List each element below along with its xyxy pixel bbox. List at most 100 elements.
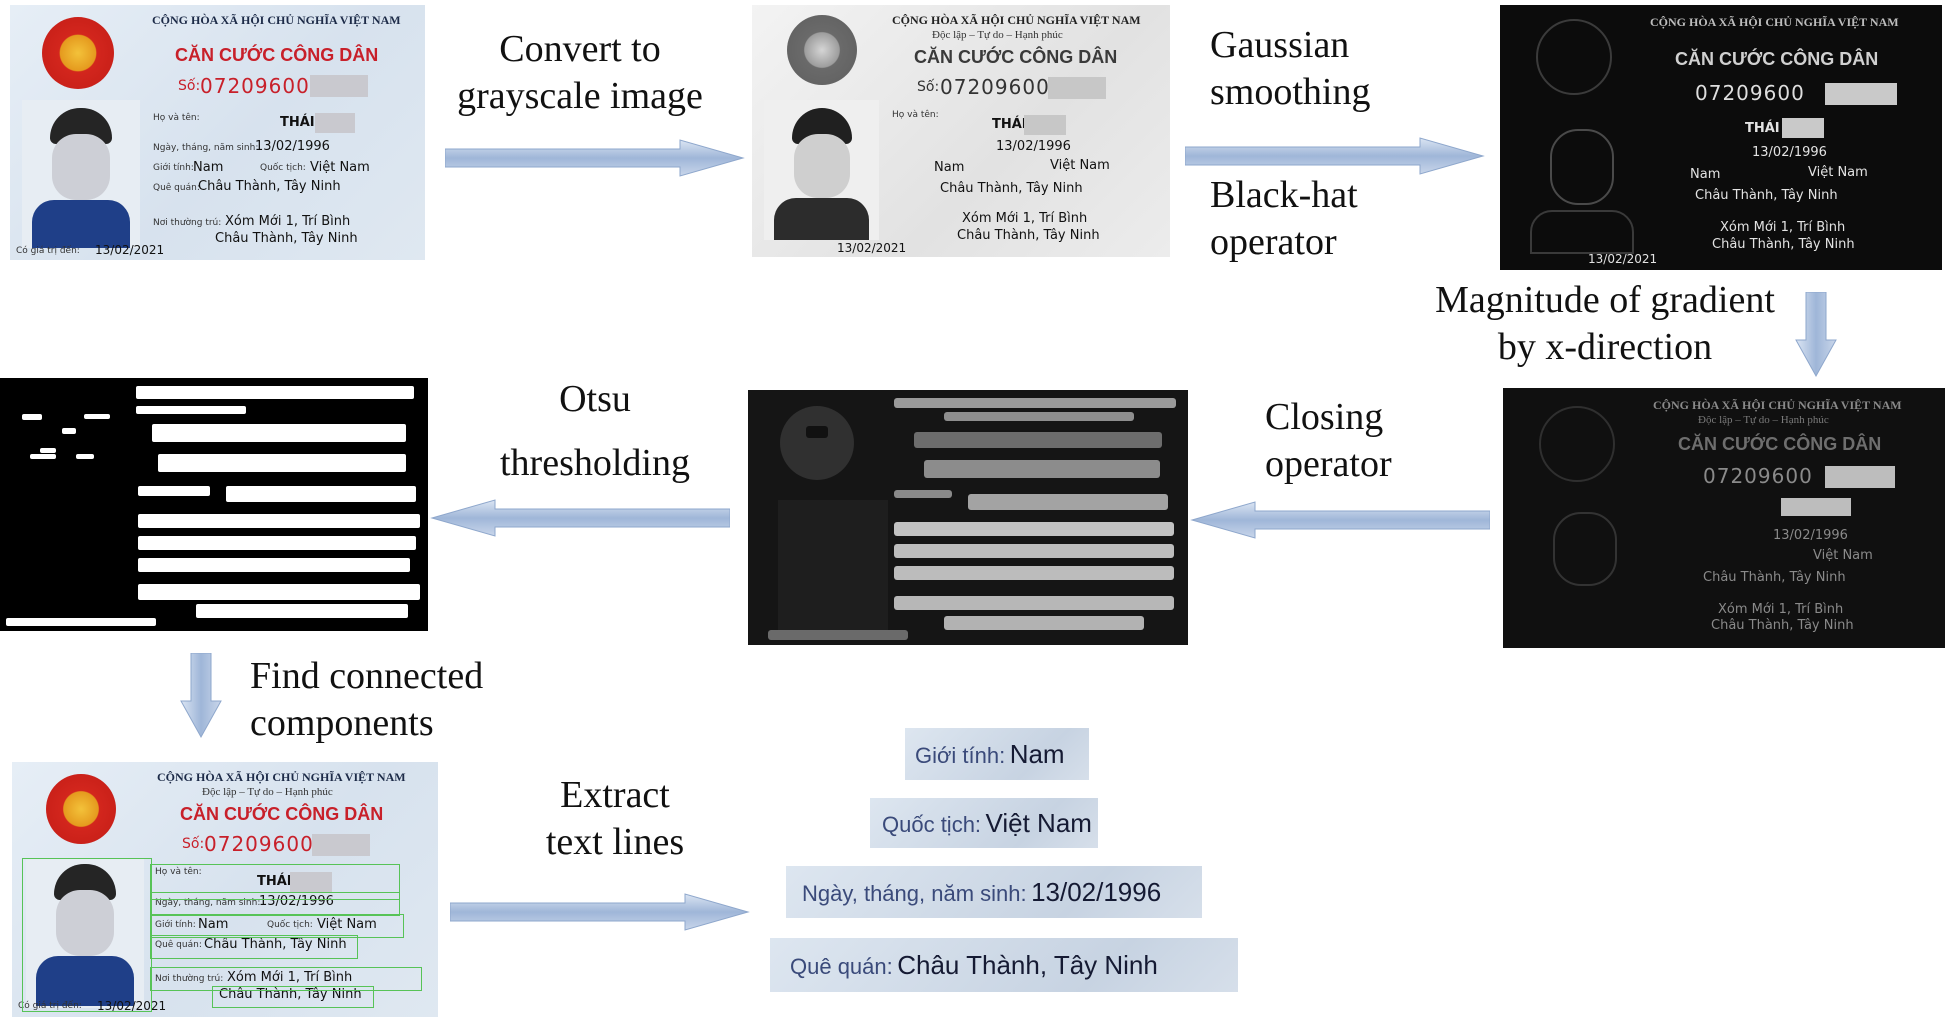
component-box xyxy=(150,967,422,991)
nationality-label-cc: Quốc tịch: xyxy=(267,920,313,930)
portrait-photo-gray xyxy=(764,100,879,240)
step-label-closing: Closing operator xyxy=(1265,396,1392,485)
residence-value-2-blackhat: Châu Thành, Tây Ninh xyxy=(1712,237,1855,252)
nationality-value: Việt Nam xyxy=(310,160,370,175)
number-label-gray: Số: xyxy=(917,79,940,95)
residence-label: Nơi thường trú: xyxy=(153,218,222,228)
residence-value-2-gray: Châu Thành, Tây Ninh xyxy=(957,228,1100,243)
step-label-otsu: Otsu thresholding xyxy=(500,378,690,484)
sex-value-blackhat: Nam xyxy=(1690,167,1721,182)
national-emblem-gradient xyxy=(1539,406,1615,482)
sex-label: Giới tính: xyxy=(153,163,194,173)
extracted-line-nationality: Quốc tịch: Việt Nam xyxy=(870,798,1098,848)
arrow-down-1 xyxy=(1795,292,1837,378)
portrait-photo-blackhat xyxy=(1520,105,1640,255)
nationality-value-gradient: Việt Nam xyxy=(1813,548,1873,563)
dob-value-gradient: 13/02/1996 xyxy=(1773,528,1848,543)
expiry-value-cc: 13/02/2021 xyxy=(97,999,167,1013)
national-emblem-cc xyxy=(46,774,116,844)
card-title-gray: CĂN CƯỚC CÔNG DÂN xyxy=(914,47,1118,67)
dob-label-cc: Ngày, tháng, năm sinh: xyxy=(155,898,261,908)
sex-value-gray: Nam xyxy=(934,160,965,175)
header-line-1: CỘNG HÒA XÃ HỘI CHỦ NGHĨA VIỆT NAM xyxy=(152,13,401,27)
id-card-blackhat: CỘNG HÒA XÃ HỘI CHỦ NGHĨA VIỆT NAM CĂN C… xyxy=(1500,5,1942,270)
extracted-line-dob: Ngày, tháng, năm sinh: 13/02/1996 xyxy=(786,866,1202,918)
expiry-value-blackhat: 13/02/2021 xyxy=(1588,252,1658,266)
sex-value-cc: Nam xyxy=(198,917,229,932)
card-title: CĂN CƯỚC CÔNG DÂN xyxy=(175,45,379,65)
header-line-1-cc: CỘNG HÒA XÃ HỘI CHỦ NGHĨA VIỆT NAM xyxy=(157,770,406,784)
portrait-photo xyxy=(22,100,140,248)
header-line-1-gray: CỘNG HÒA XÃ HỘI CHỦ NGHĨA VIỆT NAM xyxy=(892,13,1141,27)
card-title-gradient: CĂN CƯỚC CÔNG DÂN xyxy=(1678,434,1882,454)
residence-value-1-gradient: Xóm Mới 1, Trí Bình xyxy=(1718,602,1844,617)
id-card-gradient: CỘNG HÒA XÃ HỘI CHỦ NGHĨA VIỆT NAM Độc l… xyxy=(1503,388,1945,648)
number-value-cc: 07209600 xyxy=(204,832,314,856)
name-value: THÁI xyxy=(280,115,315,130)
origin-value-gradient: Châu Thành, Tây Ninh xyxy=(1703,570,1846,585)
nationality-label: Quốc tịch: xyxy=(260,163,306,173)
number-value: 07209600 xyxy=(200,74,310,98)
dob-label: Ngày, tháng, năm sinh: xyxy=(153,143,259,153)
name-value-gray: THÁI xyxy=(992,117,1027,132)
step-label-gradient: Magnitude of gradient by x-direction xyxy=(1435,279,1775,368)
header-line-2-gray: Độc lập – Tự do – Hạnh phúc xyxy=(932,29,1063,41)
number-value-gray: 07209600 xyxy=(940,75,1050,99)
extracted-line-origin: Quê quán: Châu Thành, Tây Ninh xyxy=(770,938,1238,992)
step-label-blackhat: Black-hat operator xyxy=(1210,174,1358,263)
closing-result xyxy=(748,390,1188,645)
nationality-value-cc: Việt Nam xyxy=(317,917,377,932)
card-title-blackhat: CĂN CƯỚC CÔNG DÂN xyxy=(1675,49,1879,69)
name-value-blackhat: THÁI xyxy=(1745,121,1780,136)
arrow-right-1 xyxy=(445,139,745,177)
step-label-grayscale: Convert to grayscale image xyxy=(457,28,703,117)
number-value-gradient: 07209600 xyxy=(1703,464,1813,488)
national-emblem-gray xyxy=(787,15,857,85)
otsu-result xyxy=(0,378,428,631)
step-label-extract: Extract text lines xyxy=(545,774,685,863)
residence-value-1-cc: Xóm Mới 1, Trí Bình xyxy=(227,970,353,985)
origin-label-cc: Quê quán: xyxy=(155,940,202,950)
dob-value-cc: 13/02/1996 xyxy=(259,894,334,909)
component-box xyxy=(22,858,152,1012)
header-line-2-cc: Độc lập – Tự do – Hạnh phúc xyxy=(202,786,333,798)
header-line-1-gradient: CỘNG HÒA XÃ HỘI CHỦ NGHĨA VIỆT NAM xyxy=(1653,398,1902,412)
arrow-right-2 xyxy=(1185,137,1485,175)
number-label: Số: xyxy=(178,78,201,94)
expiry-label: Có giá trị đến: xyxy=(16,246,80,256)
dob-value-gray: 13/02/1996 xyxy=(996,139,1071,154)
arrow-left-1 xyxy=(1190,501,1490,539)
portrait-photo-cc xyxy=(26,858,144,1008)
arrow-down-2 xyxy=(180,653,222,739)
dob-value-blackhat: 13/02/1996 xyxy=(1752,145,1827,160)
origin-value-blackhat: Châu Thành, Tây Ninh xyxy=(1695,188,1838,203)
card-title-cc: CĂN CƯỚC CÔNG DÂN xyxy=(180,804,384,824)
name-label-cc: Họ và tên: xyxy=(155,867,202,877)
origin-value-cc: Châu Thành, Tây Ninh xyxy=(204,937,347,952)
national-emblem xyxy=(42,17,114,89)
arrow-right-3 xyxy=(450,893,750,931)
portrait-photo-gradient xyxy=(1523,488,1643,628)
id-card-connected-components: CỘNG HÒA XÃ HỘI CHỦ NGHĨA VIỆT NAM Độc l… xyxy=(12,762,438,1017)
residence-label-cc: Nơi thường trú: xyxy=(155,974,224,984)
expiry-label-cc: Có giá trị đến: xyxy=(18,1001,82,1011)
extracted-line-sex: Giới tính: Nam xyxy=(905,728,1089,780)
component-box xyxy=(150,864,400,900)
origin-value: Châu Thành, Tây Ninh xyxy=(198,179,341,194)
number-value-blackhat: 07209600 xyxy=(1695,81,1805,105)
header-line-2-gradient: Độc lập – Tự do – Hạnh phúc xyxy=(1698,414,1829,426)
component-box xyxy=(150,892,400,916)
origin-value-gray: Châu Thành, Tây Ninh xyxy=(940,181,1083,196)
arrow-left-2 xyxy=(430,499,730,537)
name-value-cc: THÁI xyxy=(257,874,292,889)
id-card-grayscale: CỘNG HÒA XÃ HỘI CHỦ NGHĨA VIỆT NAM Độc l… xyxy=(752,5,1170,257)
name-label: Họ và tên: xyxy=(153,113,200,123)
sex-value: Nam xyxy=(193,160,224,175)
residence-value-1-gray: Xóm Mới 1, Trí Bình xyxy=(962,211,1088,226)
number-label-cc: Số: xyxy=(182,836,205,852)
component-box xyxy=(150,935,358,959)
step-label-gaussian: Gaussian smoothing xyxy=(1210,24,1371,113)
component-box xyxy=(212,986,374,1008)
residence-value-2: Châu Thành, Tây Ninh xyxy=(215,231,358,246)
name-label-gray: Họ và tên: xyxy=(892,110,939,120)
